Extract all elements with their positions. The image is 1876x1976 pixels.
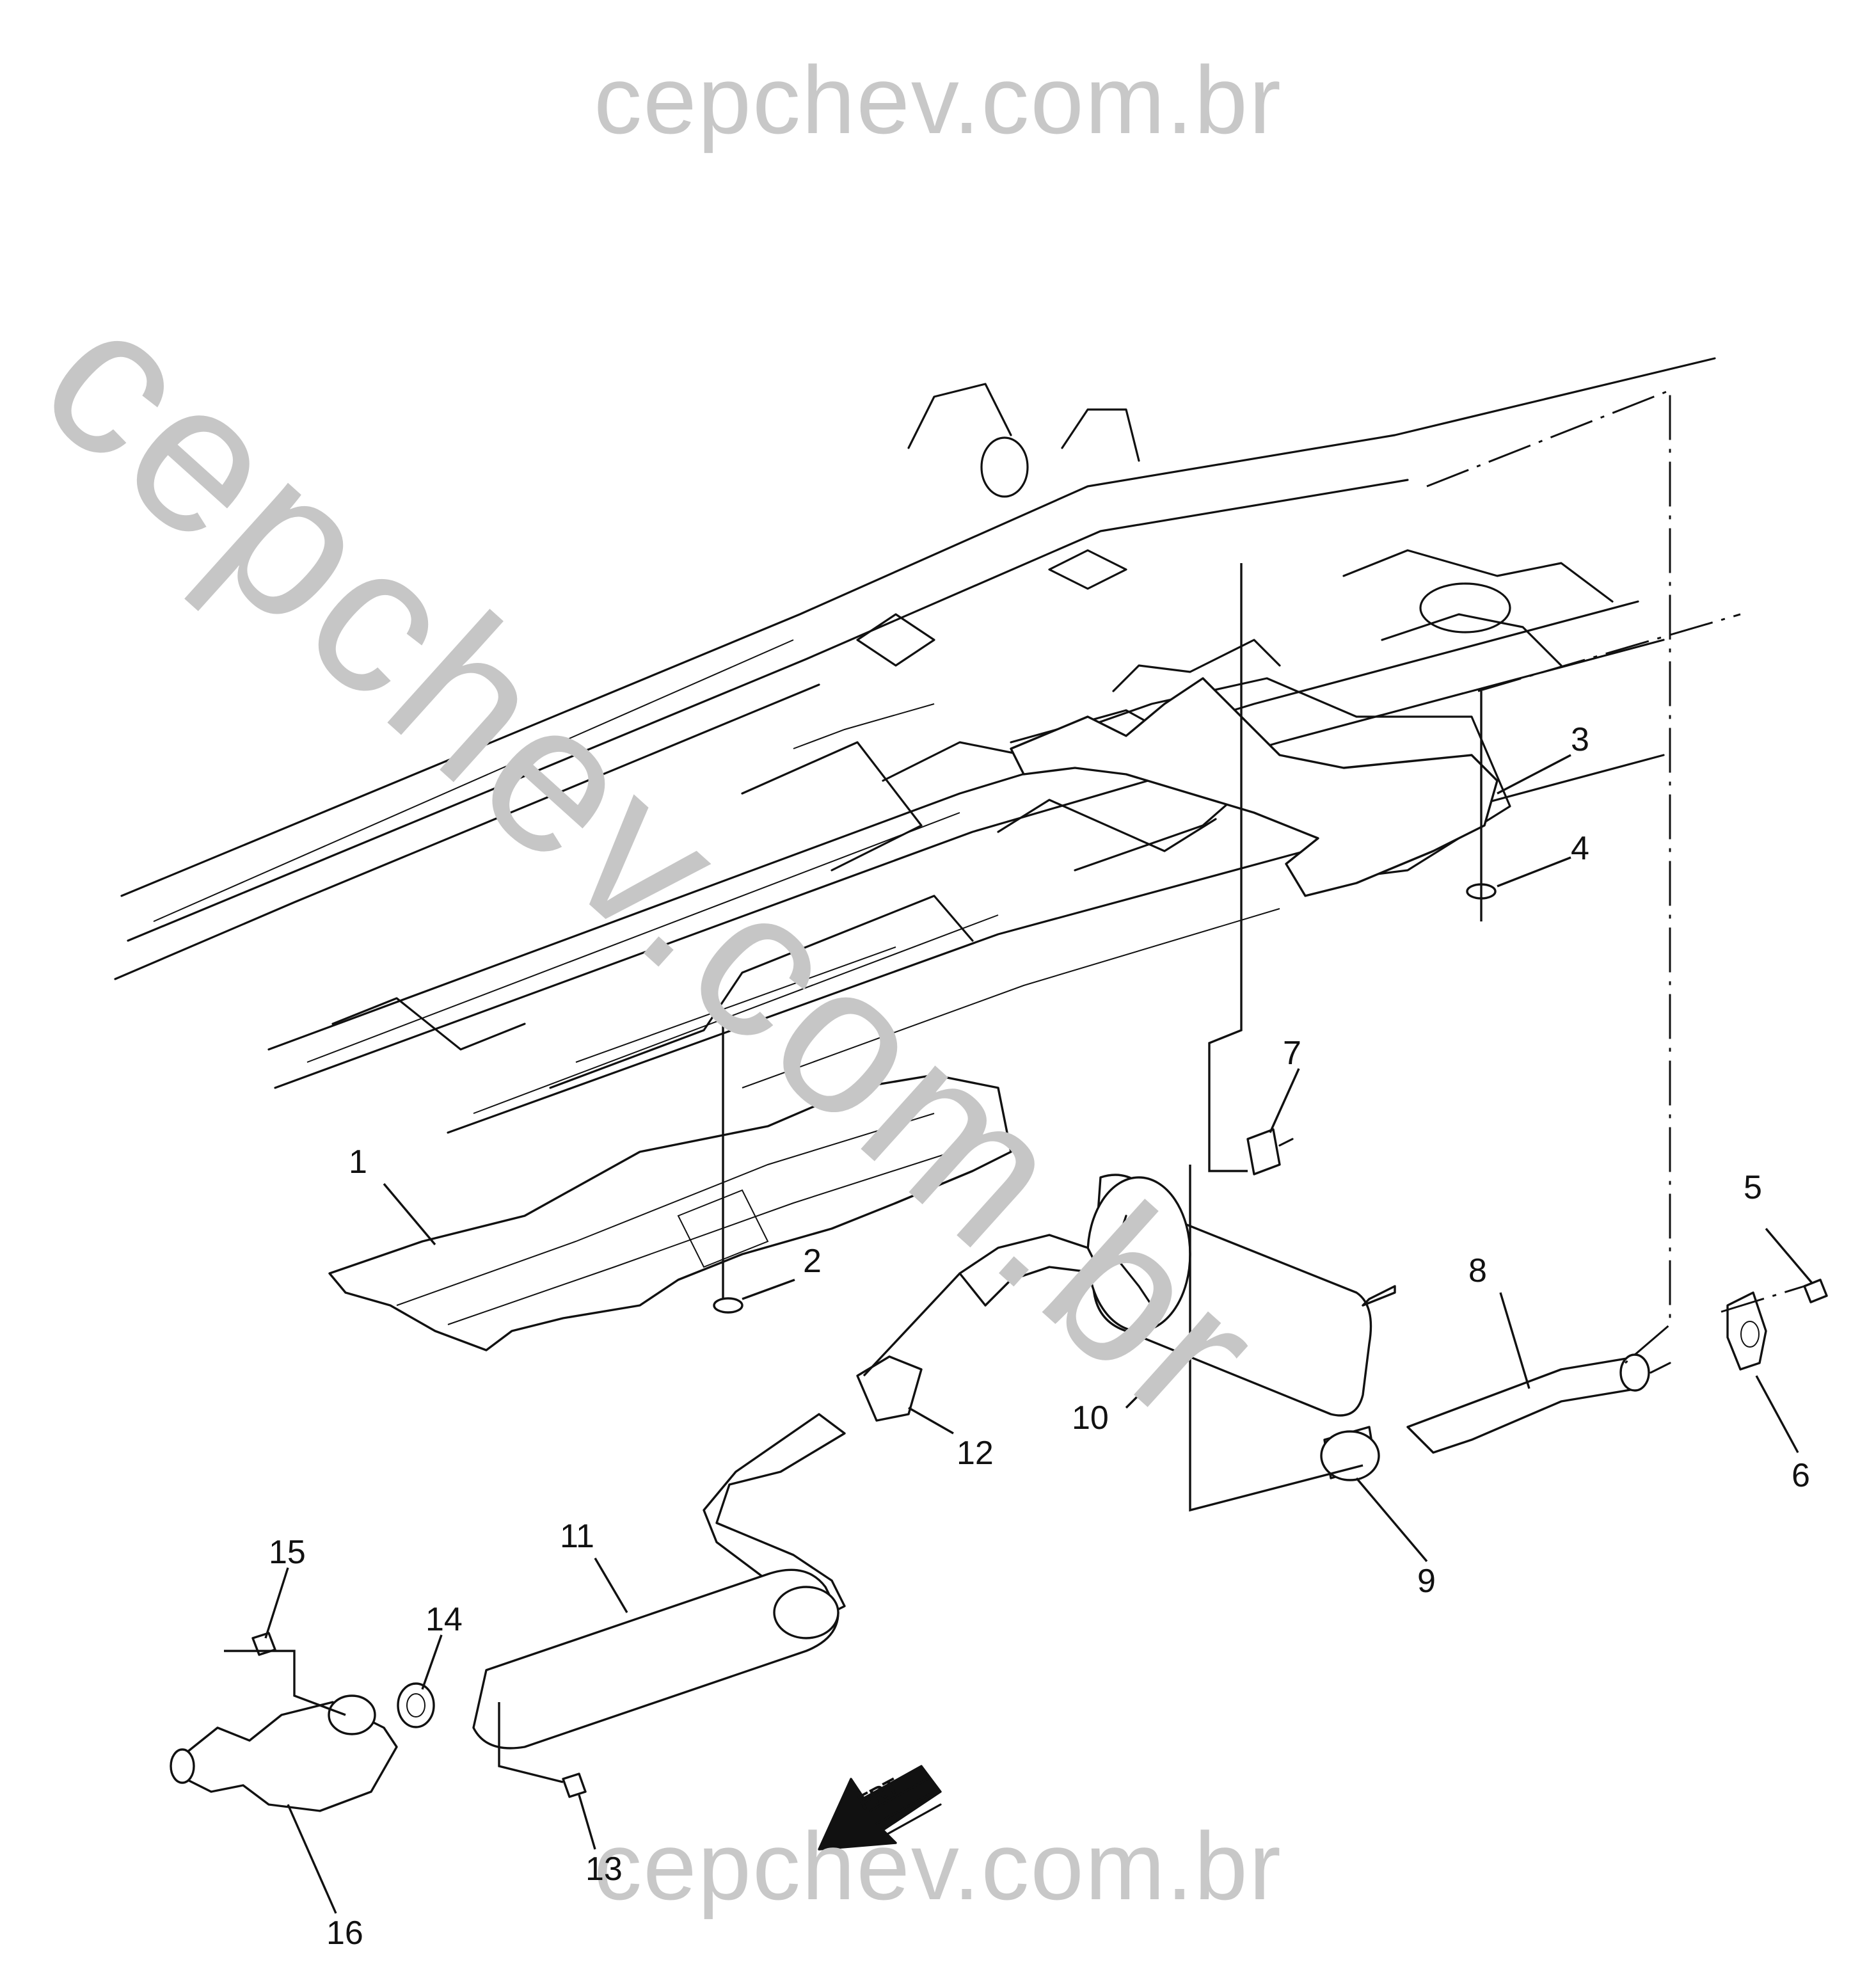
bolt-15	[251, 1632, 276, 1656]
gasket	[397, 1682, 435, 1728]
callout-3: 3	[1571, 721, 1589, 758]
callout-2: 2	[803, 1243, 822, 1280]
bracket-6	[1726, 1291, 1767, 1371]
callout-5: 5	[1744, 1169, 1762, 1206]
callout-11: 11	[560, 1518, 594, 1555]
bolt-13	[562, 1773, 587, 1798]
hanger-insulator-12	[856, 1355, 923, 1422]
callout-16: 16	[326, 1915, 363, 1952]
callout-6: 6	[1792, 1457, 1810, 1494]
hanger-insulator-7	[1246, 1128, 1281, 1175]
callout-15: 15	[269, 1534, 306, 1571]
nut-2	[713, 1297, 743, 1314]
callout-10: 10	[1072, 1399, 1109, 1437]
watermark-top: cepchev.com.br	[594, 46, 1282, 154]
watermark-bottom: cepchev.com.br	[594, 1812, 1282, 1920]
front-arrow-icon	[818, 1765, 942, 1851]
callout-14: 14	[425, 1601, 463, 1638]
heat-shield-rear	[1010, 677, 1498, 897]
callout-13: 13	[585, 1851, 623, 1888]
callout-12: 12	[957, 1435, 994, 1472]
callout-1: 1	[349, 1143, 367, 1181]
bolt-5	[1803, 1279, 1828, 1303]
callout-9: 9	[1417, 1563, 1436, 1600]
callout-8: 8	[1468, 1252, 1487, 1289]
resonator	[472, 1568, 839, 1749]
callout-4: 4	[1571, 830, 1589, 867]
callout-7: 7	[1283, 1035, 1301, 1072]
heat-shield-front	[328, 1074, 1012, 1351]
